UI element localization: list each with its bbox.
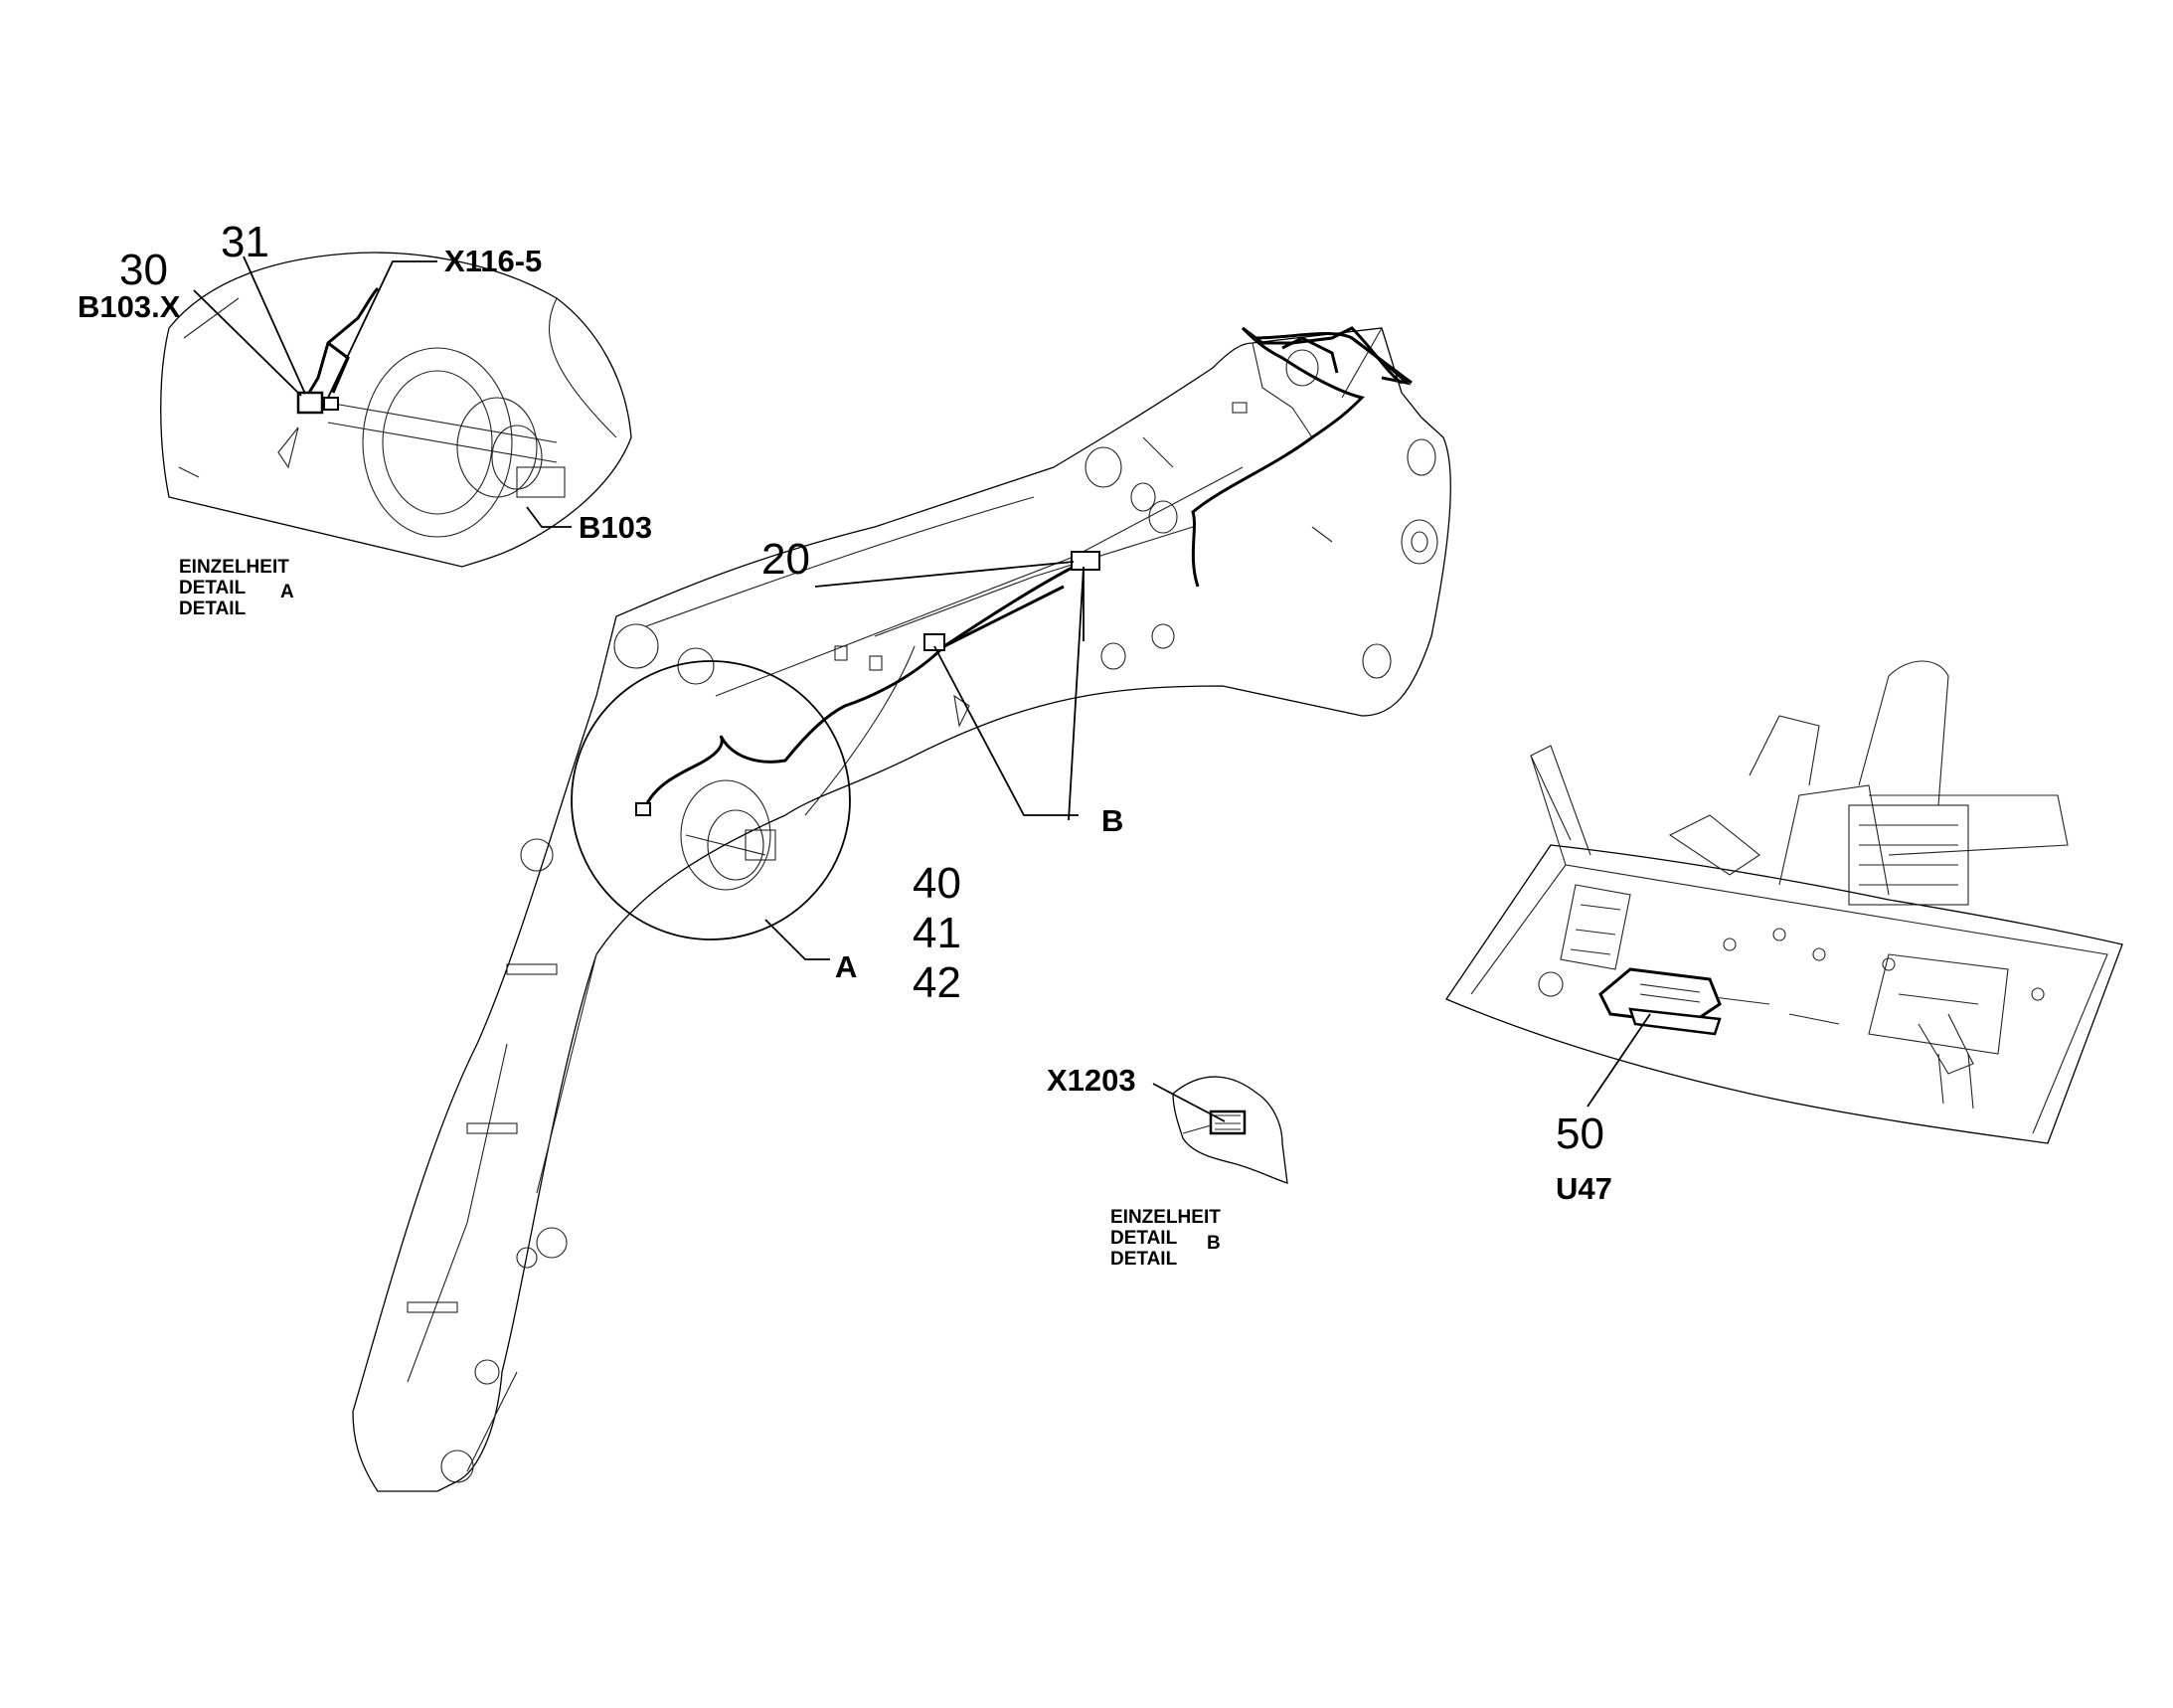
detail-b-caption-line1: EINZELHEIT — [1110, 1207, 1221, 1228]
label-x1203: X1203 — [1047, 1063, 1136, 1098]
label-b103x: B103.X — [78, 289, 181, 324]
callout-20: 20 — [761, 535, 810, 584]
callout-41: 41 — [913, 909, 961, 957]
detail-a-inner-drawing — [635, 779, 776, 891]
callout-50: 50 — [1556, 1110, 1604, 1158]
detail-a-circle — [571, 660, 851, 940]
callout-40: 40 — [913, 859, 961, 908]
label-b103: B103 — [579, 510, 652, 545]
leader-lines — [193, 256, 1651, 1122]
label-u47: U47 — [1556, 1171, 1612, 1206]
detail-b-drawing — [1172, 1076, 1288, 1184]
label-x116-5: X116-5 — [444, 244, 542, 278]
detail-a-caption-line3: DETAIL — [179, 598, 247, 619]
label-detail-b: B — [1101, 803, 1123, 838]
chassis-u47-drawing — [1445, 660, 2123, 1144]
label-detail-a: A — [835, 949, 857, 984]
callout-30: 30 — [119, 246, 168, 294]
wiring-harness — [644, 326, 1413, 806]
detail-a-inset-drawing — [160, 252, 632, 568]
excavator-boom-drawing — [352, 327, 1451, 1492]
detail-a-caption-letter: A — [280, 582, 294, 602]
detail-b-caption-line2: DETAIL — [1110, 1228, 1178, 1249]
detail-b-caption-letter: B — [1207, 1233, 1221, 1254]
detail-a-caption-line2: DETAIL — [179, 578, 247, 598]
callout-42: 42 — [913, 958, 961, 1007]
detail-b-caption-line3: DETAIL — [1110, 1249, 1178, 1270]
callout-31: 31 — [221, 218, 269, 266]
detail-a-caption-line1: EINZELHEIT — [179, 557, 289, 578]
